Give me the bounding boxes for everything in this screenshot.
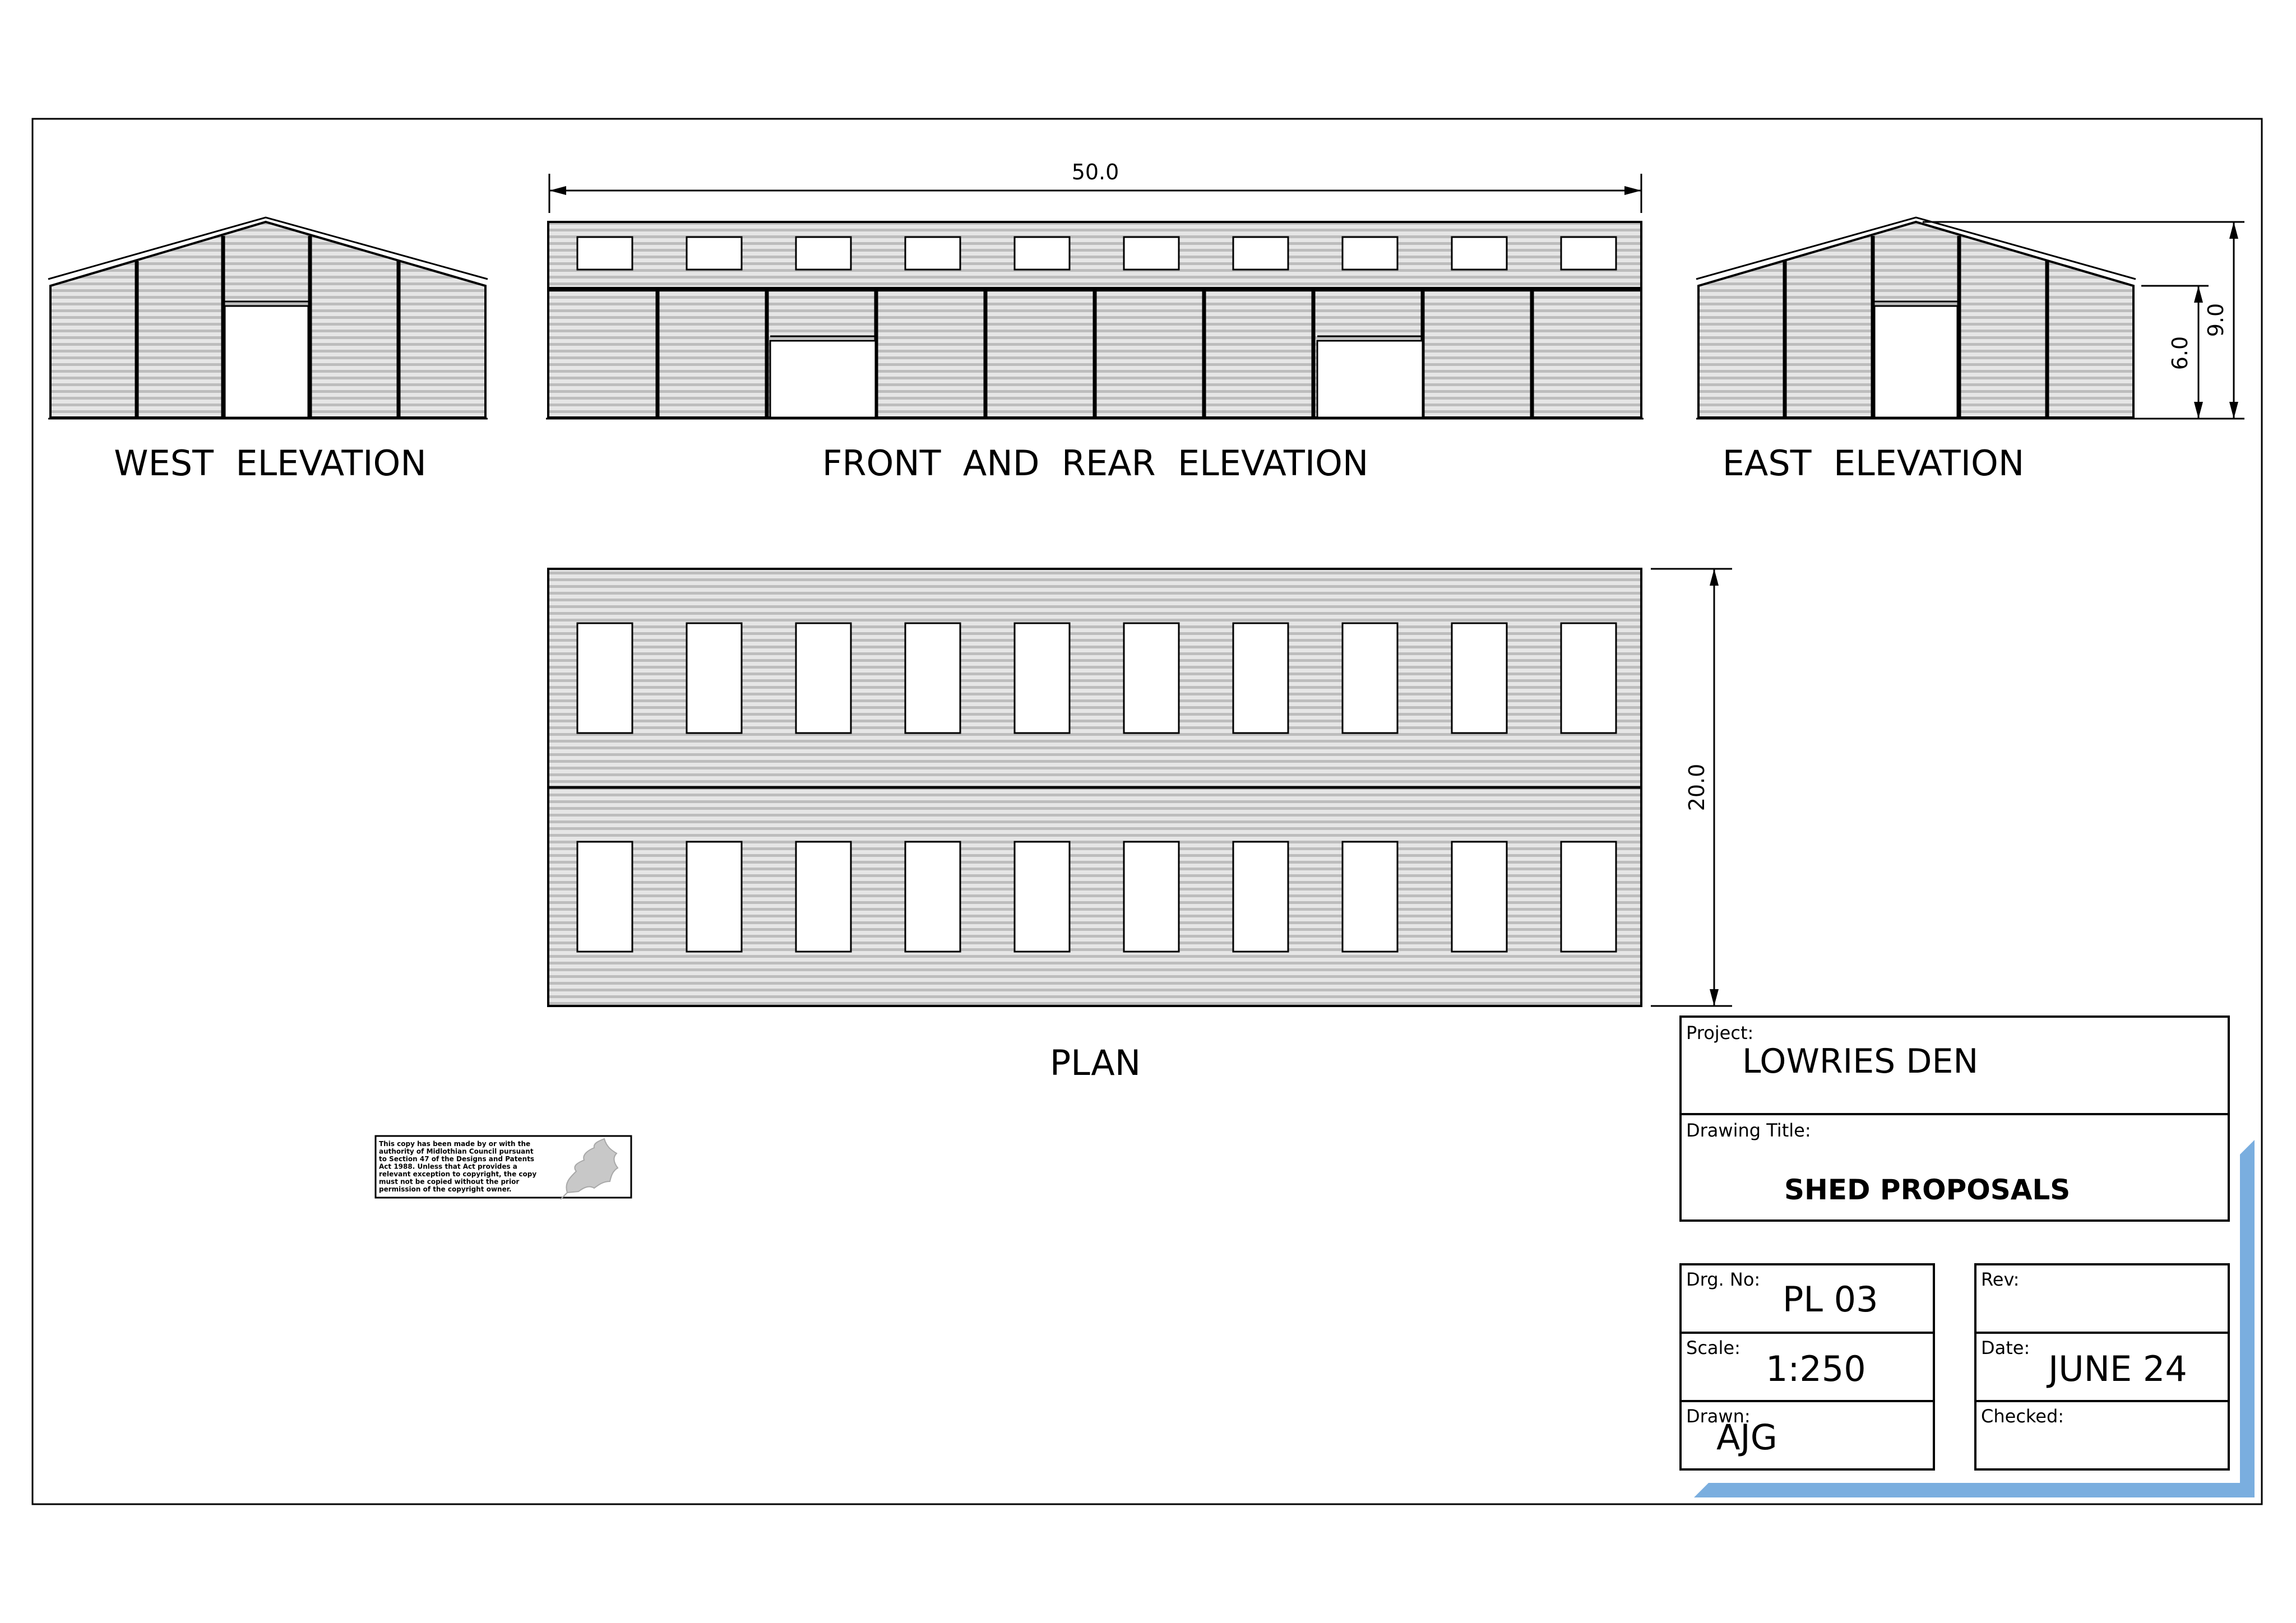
length-arrow-left — [549, 186, 566, 195]
checked-box — [1974, 1400, 2230, 1471]
plan-rooflight — [1560, 622, 1617, 734]
plan-rooflight — [1341, 841, 1399, 953]
drg-no-label: Drg. No: — [1686, 1269, 1760, 1290]
front-rear-elevation-label: FRONT AND REAR ELEVATION — [822, 443, 1369, 484]
date-label: Date: — [1981, 1337, 2030, 1358]
east-elevation: 9.0 6.0 EAST ELEVATION — [1696, 216, 2244, 484]
copyright-notice-text: This copy has been made by or with theau… — [379, 1140, 536, 1193]
eaves-arrow-bottom — [2194, 402, 2203, 419]
plan-rooflight — [1232, 841, 1289, 953]
plan-rooflight — [904, 622, 961, 734]
scale-value: 1:250 — [1766, 1348, 1866, 1389]
front-rear-elevation: 50.0 FRONT AND REAR ELEVATION — [546, 160, 1644, 484]
front-bay-posts — [655, 290, 1534, 418]
copyright-line: permission of the copyright owner. — [379, 1185, 512, 1193]
plan-rooflight — [795, 841, 852, 953]
ridge-arrow-top — [2229, 222, 2238, 239]
length-arrow-right — [1624, 186, 1641, 195]
plan-rooflight — [1013, 622, 1071, 734]
plan-rooflight — [686, 622, 743, 734]
project-box — [1679, 1015, 2230, 1115]
plan-rooflight — [1232, 622, 1289, 734]
sheet-border — [31, 118, 2263, 1505]
plan-label: PLAN — [1050, 1042, 1141, 1083]
copyright-line: to Section 47 of the Designs and Patents — [379, 1155, 534, 1163]
checked-label: Checked: — [1981, 1406, 2064, 1427]
front-rooflight — [1013, 236, 1071, 271]
project-name: LOWRIES DEN — [1742, 1042, 1978, 1081]
plan-rooflight — [904, 841, 961, 953]
length-dimension: 50.0 — [548, 160, 1642, 213]
scale-label: Scale: — [1686, 1337, 1740, 1358]
copyright-stamp: This copy has been made by or with theau… — [374, 1135, 632, 1200]
front-rooflight — [1560, 236, 1617, 271]
drawing-title: SHED PROPOSALS — [1784, 1174, 2070, 1206]
plan-rooflights — [576, 622, 1617, 953]
plan-rooflight — [795, 622, 852, 734]
front-rooflight — [1232, 236, 1289, 271]
west-elevation: WEST ELEVATION — [48, 216, 488, 484]
oak-leaf-icon — [560, 1138, 619, 1200]
plan-rooflight — [576, 622, 633, 734]
eaves-arrow-top — [2194, 286, 2203, 303]
east-elevation-label: EAST ELEVATION — [1723, 443, 2025, 484]
length-dimension-text: 50.0 — [1072, 160, 1119, 184]
roof-plan: 20.0 PLAN — [547, 568, 1732, 1083]
front-rooflight — [576, 236, 633, 271]
copyright-line: authority of Midlothian Council pursuant — [379, 1148, 534, 1156]
plan-rooflight — [1451, 841, 1508, 953]
east-elevation-roof-line — [1696, 216, 2136, 280]
width-dimension: 20.0 — [1651, 568, 1732, 1007]
drg-no-value: PL 03 — [1783, 1279, 1878, 1320]
rev-label: Rev: — [1981, 1269, 2019, 1290]
front-rooflight — [1451, 236, 1508, 271]
drawing-title-box — [1679, 1113, 2230, 1222]
date-box — [1974, 1332, 2230, 1402]
ridge-height-text: 9.0 — [2204, 303, 2228, 337]
plan-rooflight — [1013, 841, 1071, 953]
plan-rooflight — [1341, 622, 1399, 734]
plan-rooflight — [1123, 841, 1180, 953]
ridge-arrow-bottom — [2229, 402, 2238, 419]
width-arrow-top — [1710, 569, 1719, 586]
plan-rooflight — [1560, 841, 1617, 953]
front-rooflight — [795, 236, 852, 271]
drawing-title-label: Drawing Title: — [1686, 1120, 1811, 1141]
front-rooflight — [1341, 236, 1399, 271]
west-door — [224, 305, 309, 419]
east-door — [1873, 305, 1959, 419]
eaves-height-dimension: 6.0 — [2168, 286, 2203, 419]
copyright-line: Act 1988. Unless that Act provides a — [379, 1163, 517, 1171]
copyright-line: relevant exception to copyright, the cop… — [379, 1170, 536, 1178]
west-elevation-roof-line — [48, 216, 488, 280]
scale-box — [1679, 1332, 1935, 1402]
title-block: Project: LOWRIES DEN Drawing Title: SHED… — [1679, 1015, 2255, 1497]
plan-rooflight — [1451, 622, 1508, 734]
plan-rooflight — [1123, 622, 1180, 734]
front-rooflight — [904, 236, 961, 271]
front-door-2 — [1316, 340, 1424, 419]
plan-rooflight — [576, 841, 633, 953]
front-rooflight — [686, 236, 743, 271]
width-dimension-text: 20.0 — [1684, 764, 1709, 812]
drawn-box — [1679, 1400, 1935, 1471]
drawn-label: Drawn: — [1686, 1406, 1751, 1427]
copyright-line: This copy has been made by or with the — [379, 1140, 530, 1148]
west-elevation-label: WEST ELEVATION — [114, 443, 426, 484]
rev-box — [1974, 1263, 2230, 1334]
front-door-1 — [769, 340, 877, 419]
ridge-height-dimension: 9.0 — [2204, 222, 2238, 419]
drawn-value: AJG — [1716, 1417, 1777, 1458]
copyright-line: must not be copied without the prior — [379, 1178, 519, 1186]
date-value: JUNE 24 — [2046, 1348, 2187, 1389]
plan-rooflight — [686, 841, 743, 953]
width-arrow-bottom — [1710, 989, 1719, 1006]
drg-no-box — [1679, 1263, 1935, 1334]
front-rooflights — [576, 236, 1617, 271]
front-rooflight — [1123, 236, 1180, 271]
eaves-height-text: 6.0 — [2168, 336, 2192, 370]
project-label: Project: — [1686, 1022, 1753, 1044]
